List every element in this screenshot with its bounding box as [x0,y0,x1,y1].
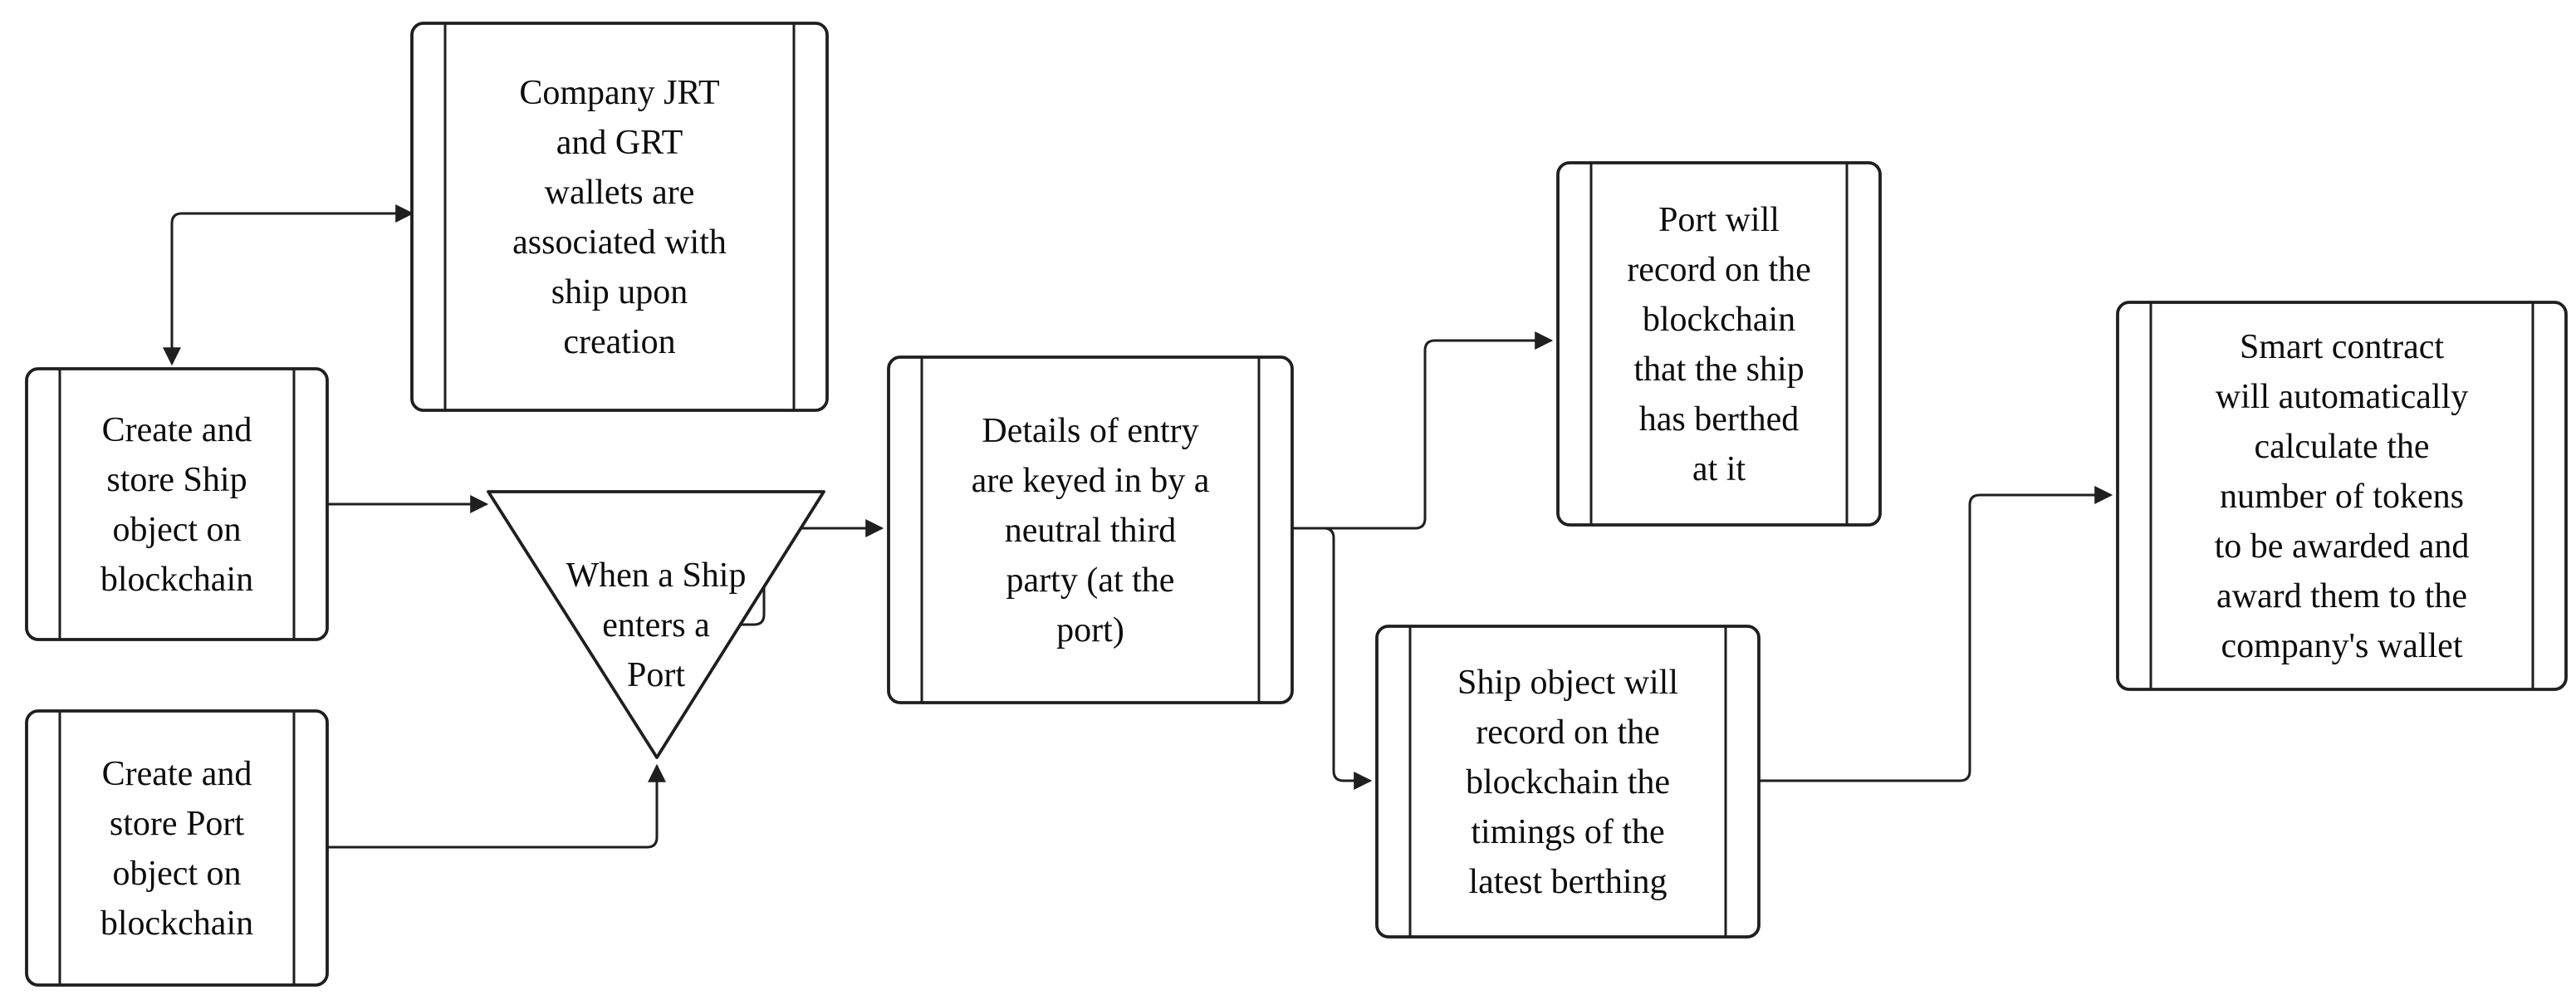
node-create-port: Create and store Port object on blockchain [25,709,329,987]
node-layer: Company JRT and GRT wallets are associated … [25,22,2568,987]
node-label: Create and store Port object on blockchain [100,755,253,943]
node-label-line: neutral third [1005,512,1176,550]
process-box [25,709,329,987]
node-label: Smart contract will automatically calculat… [2215,328,2470,665]
node-ship-record: Ship object will record on the blockchain … [1375,625,1761,939]
node-ship-enters-port: When a Ship enters a Port [487,490,825,759]
process-box [1375,625,1761,939]
node-label-line: enters a [602,606,710,645]
node-label-line: store Ship [106,461,247,499]
node-label-line: party (at the [1006,561,1175,600]
node-label-line: blockchain [100,561,253,599]
node-label-line: store Port [110,805,244,843]
node-label-line: latest berthing [1468,863,1667,901]
node-label-line: Ship object will [1457,664,1678,702]
node-smart-contract: Smart contract will automatically calculat… [2116,301,2568,691]
edge-details-to-ship-record [1292,527,1373,790]
node-label-line: will automatically [2216,378,2468,416]
node-label-line: associated with [512,223,727,262]
node-label-line: ship upon [551,273,688,311]
node-label-line: wallets are [545,174,695,212]
process-box [410,22,829,412]
node-label-line: that the ship [1633,350,1804,389]
node-label: When a Ship enters a Port [566,556,747,694]
node-label-line: object on [112,511,241,549]
edge-details-to-port-record [1292,331,1554,530]
node-label-line: Company JRT [519,74,719,112]
node-label-line: Port [627,656,685,694]
node-label: Create and store Ship object on blockchain [100,411,253,599]
node-label-line: number of tokens [2220,478,2464,516]
node-label-line: at it [1692,450,1746,488]
node-label-line: are keyed in by a [972,462,1210,500]
node-label-line: record on the [1476,713,1660,752]
edge-ship-record-to-smart-contract [1759,486,2113,782]
node-label-line: blockchain [1643,301,1795,339]
node-label-line: timings of the [1471,813,1664,851]
node-label: Company JRT and GRT wallets are associated … [512,74,727,361]
node-create-ship: Create and store Ship object on blockchain [25,367,329,641]
node-label-line: calculate the [2254,428,2429,466]
node-label: Details of entry are keyed in by a neutral… [972,412,1210,650]
node-label-line: and GRT [556,124,683,162]
merge-triangle [487,490,825,759]
node-label-line: blockchain the [1466,763,1670,801]
node-label-line: to be awarded and [2215,527,2470,566]
node-port-record: Port will record on the blockchain that the… [1556,161,1882,527]
process-box [25,367,329,641]
node-company-wallets: Company JRT and GRT wallets are associated … [410,22,829,412]
node-label-line: Smart contract [2240,328,2444,366]
edge-create-port-to-merge [327,763,666,849]
node-details-entry: Details of entry are keyed in by a neutral… [887,355,1294,704]
node-label: Ship object will record on the blockchain … [1457,664,1678,901]
node-label-line: creation [563,323,675,361]
node-label-line: record on the [1627,251,1811,289]
node-label-line: object on [112,855,241,893]
node-label-line: blockchain [100,904,253,943]
edge-layer [163,204,2113,849]
node-label-line: award them to the [2216,577,2467,615]
process-box [2116,301,2568,691]
process-box [1556,161,1882,527]
node-label-line: Create and [102,755,252,793]
node-label-line: Create and [102,411,252,449]
node-label-line: has berthed [1639,400,1799,439]
node-label-line: port) [1056,611,1124,650]
node-label-line: Port will [1658,201,1780,239]
node-label-line: When a Ship [566,556,747,595]
node-label-line: Details of entry [982,412,1198,450]
node-label-line: company's wallet [2221,627,2463,665]
edge-company-ship-link [163,204,414,366]
process-box [887,355,1294,704]
node-label: Port will record on the blockchain that the… [1627,201,1811,488]
